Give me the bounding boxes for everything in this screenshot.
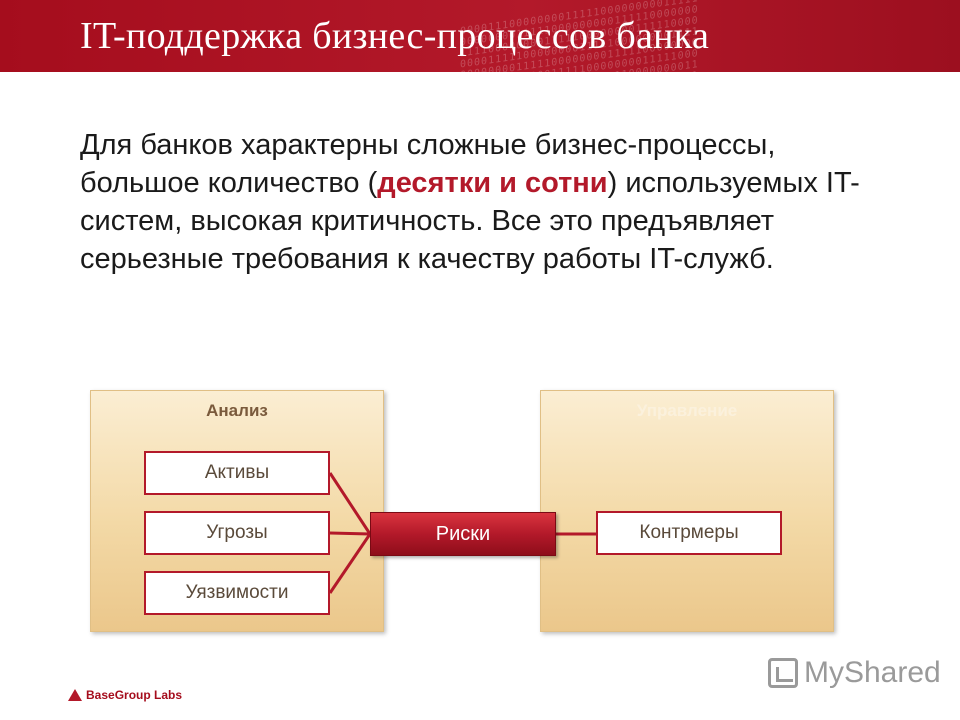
assets-box: Активы bbox=[144, 451, 330, 495]
watermark-text: MyShared bbox=[804, 656, 941, 689]
body-text-part1: Для банков характерны сложные бизнес-про… bbox=[80, 129, 776, 199]
body-text-highlight: десятки и сотни bbox=[377, 167, 608, 199]
connector-threats-risks bbox=[329, 531, 371, 536]
body-text-part2: ) используемых IT-систем, высокая критич… bbox=[80, 167, 860, 275]
management-panel-title: Управление bbox=[636, 401, 738, 420]
slide-title: IT-поддержка бизнес-процессов банка bbox=[80, 15, 710, 57]
connector-assets-risks bbox=[328, 472, 372, 535]
myshared-watermark: MyShared bbox=[768, 656, 941, 690]
chart-icon bbox=[768, 658, 798, 688]
basegroup-logo: BaseGroup Labs bbox=[68, 688, 182, 702]
threats-box: Угрозы bbox=[144, 511, 330, 555]
analysis-panel-title: Анализ bbox=[206, 401, 268, 420]
triangle-logo-icon bbox=[68, 689, 82, 701]
connector-vulnerabilities-risks bbox=[328, 533, 372, 594]
risks-box: Риски bbox=[370, 512, 556, 556]
slide-body-text: Для банков характерны сложные бизнес-про… bbox=[80, 126, 880, 278]
vulnerabilities-box: Уязвимости bbox=[144, 571, 330, 615]
brand-name: BaseGroup Labs bbox=[86, 688, 183, 702]
header-bar: 0000111000000001111100000000011111 00000… bbox=[0, 0, 960, 72]
countermeasures-box: Контрмеры bbox=[596, 511, 782, 555]
